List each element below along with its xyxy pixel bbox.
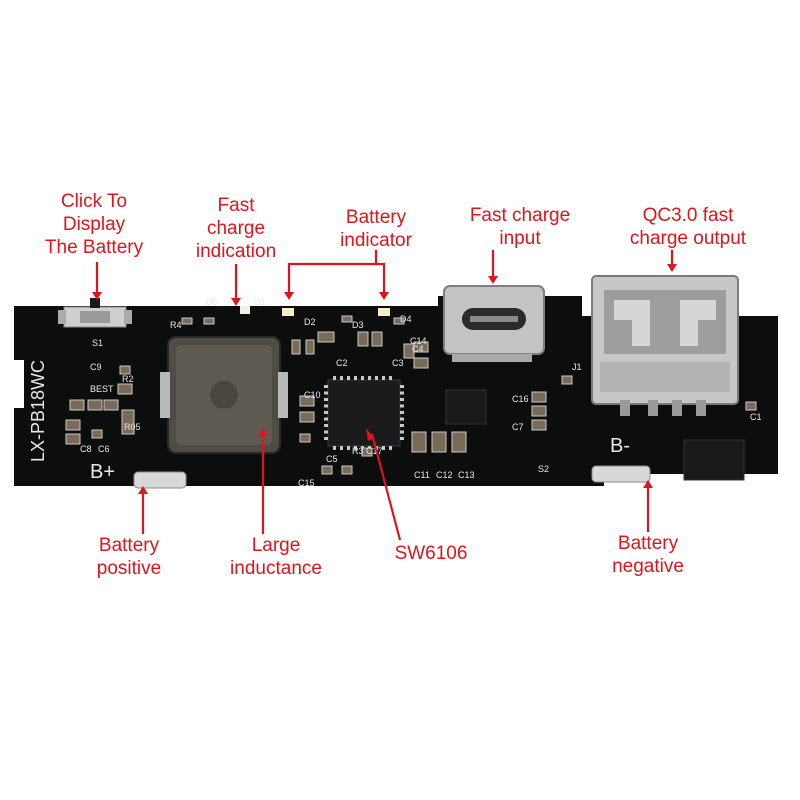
designator-s2: S2 [538, 464, 549, 474]
designator-c1: C1 [750, 412, 762, 422]
designator-r05: R05 [124, 422, 141, 432]
arrowhead-click-display [92, 292, 102, 300]
designator-c14: C14 [410, 336, 427, 346]
designator-r3: R3 [352, 446, 364, 456]
designator-c2: C2 [336, 358, 348, 368]
arrowhead-battery-left [284, 292, 294, 300]
designator-c6: C6 [98, 444, 110, 454]
label-fast-charge-indication: Fast charge indication [195, 195, 277, 262]
annotation-arrows [92, 250, 677, 541]
designator-c10: C10 [304, 390, 321, 400]
label-click-display: Click To Display The Battery [44, 191, 144, 258]
led-battery-1 [282, 308, 294, 316]
designator-d1: D1 [254, 297, 266, 307]
designator-c11: C11 [414, 470, 430, 480]
arrowhead-battery-right [379, 292, 389, 300]
designator-r4: R4 [170, 320, 182, 330]
b-plus-text: B+ [90, 461, 115, 483]
designator-c9: C9 [90, 362, 102, 372]
label-chip: SW6106 [394, 543, 468, 564]
arrowhead-large-inductance [258, 428, 268, 436]
designator-c16: C16 [512, 394, 529, 404]
designator-d3: D3 [352, 320, 364, 330]
mosfet-right [683, 439, 745, 481]
large-inductor [160, 336, 288, 454]
arrowhead-battery-positive [138, 486, 148, 494]
arrow-battery-indicator-left [287, 250, 378, 296]
designator-c4: C4 [412, 344, 424, 354]
designator-s1: S1 [92, 338, 103, 348]
designator-d4: D4 [400, 314, 412, 324]
label-fast-charge-input: Fast charge input [469, 205, 571, 249]
board-model-text: LX-PB18WC [28, 360, 48, 462]
tactile-switch [58, 298, 132, 328]
led-battery-2 [378, 308, 390, 316]
battery-negative-pad [591, 465, 651, 483]
designator-c15: C15 [298, 478, 315, 488]
arrow-chip [370, 433, 402, 541]
label-battery-negative: Battery negative [612, 533, 684, 577]
usb-c-connector [443, 285, 545, 362]
usb-a-port [591, 275, 739, 416]
designator-c17: C17 [366, 446, 383, 456]
label-battery-positive: Battery positive [96, 535, 162, 579]
label-battery-indicator: Battery indicator [340, 207, 412, 251]
arrow-battery-indicator-right [376, 262, 386, 296]
arrowhead-chip [366, 428, 374, 441]
designator-d5: D5 [206, 297, 218, 307]
pcb-edge-notch [10, 360, 24, 408]
designator-j1: J1 [572, 362, 582, 372]
arrowhead-fast-charge-input [488, 276, 498, 284]
designator-r2: R2 [122, 374, 134, 384]
passive-components [65, 315, 757, 475]
mosfet-left [445, 389, 487, 425]
label-qc-output: QC3.0 fast charge output [629, 205, 747, 249]
b-minus-text: B- [610, 435, 630, 457]
battery-positive-pad [133, 471, 187, 489]
label-large-inductance: Large inductance [230, 535, 322, 579]
designator-c8: C8 [80, 444, 92, 454]
designator-c3: C3 [392, 358, 404, 368]
sw6106-chip [324, 376, 404, 450]
designator-best: BEST [90, 384, 114, 394]
led-fast-charge [240, 306, 250, 314]
arrowhead-qc-output [667, 264, 677, 272]
designator-c7: C7 [512, 422, 524, 432]
designator-d2: D2 [304, 317, 316, 327]
arrowhead-fast-charge [231, 298, 241, 306]
designator-c13: C13 [458, 470, 475, 480]
designator-c12: C12 [436, 470, 453, 480]
designator-c5: C5 [326, 454, 338, 464]
arrowhead-battery-negative [643, 480, 653, 488]
